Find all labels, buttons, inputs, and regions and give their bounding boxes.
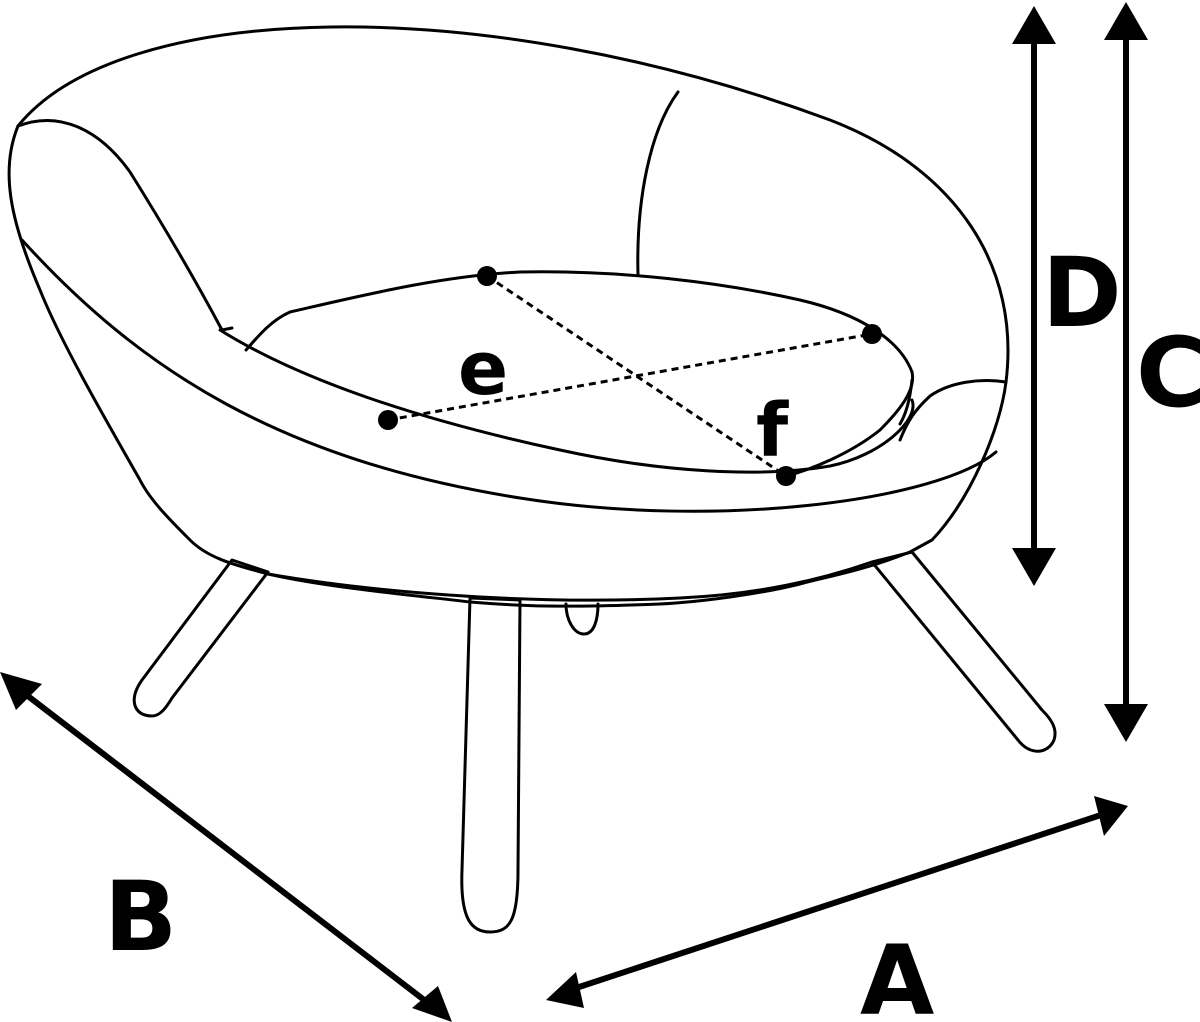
dimension-b-arrow-start <box>0 672 42 710</box>
label-c: C <box>1136 317 1200 429</box>
front-notch <box>564 602 600 636</box>
seat-measurements: e f <box>378 266 882 486</box>
dimension-b: B <box>0 672 452 1022</box>
right-armrest <box>898 379 1008 442</box>
bottom-seam <box>266 560 874 602</box>
dimension-c: C <box>1104 2 1200 742</box>
label-b: B <box>104 861 177 973</box>
dimension-b-line <box>18 687 434 1009</box>
left-armrest <box>16 119 234 332</box>
label-d: D <box>1042 237 1122 349</box>
dimension-a-line <box>569 811 1105 993</box>
dimension-a: A <box>546 796 1128 1022</box>
dimension-d: D <box>1012 6 1122 586</box>
backrest-seam <box>636 90 680 277</box>
front-rim <box>218 328 915 474</box>
dimension-b-arrow-end <box>412 986 452 1022</box>
leg-back-left <box>132 558 270 718</box>
label-e: e <box>458 326 508 412</box>
dimension-c-arrow-bottom <box>1104 704 1148 742</box>
dimension-c-arrow-top <box>1104 2 1148 40</box>
seat-cushion-right-edge <box>898 378 914 426</box>
measure-line-e <box>387 332 873 422</box>
chair-legs <box>132 550 1057 934</box>
shell-outer <box>7 25 1010 608</box>
dimension-a-arrow-start <box>546 972 584 1008</box>
seat-cushion <box>244 270 915 478</box>
dimension-a-arrow-end <box>1094 796 1128 836</box>
label-a: A <box>860 925 934 1022</box>
leg-front-right <box>870 550 1057 753</box>
point-e-right <box>862 324 882 344</box>
dimension-d-arrow-top <box>1012 6 1056 44</box>
leg-front-center <box>460 596 522 934</box>
point-e-left <box>378 410 398 430</box>
point-f-bottom <box>776 466 796 486</box>
chair-shell <box>7 25 1010 636</box>
dimension-d-arrow-bottom <box>1012 548 1056 586</box>
point-f-top <box>477 266 497 286</box>
left-armrest-lower <box>20 238 998 513</box>
label-f: f <box>756 388 789 474</box>
